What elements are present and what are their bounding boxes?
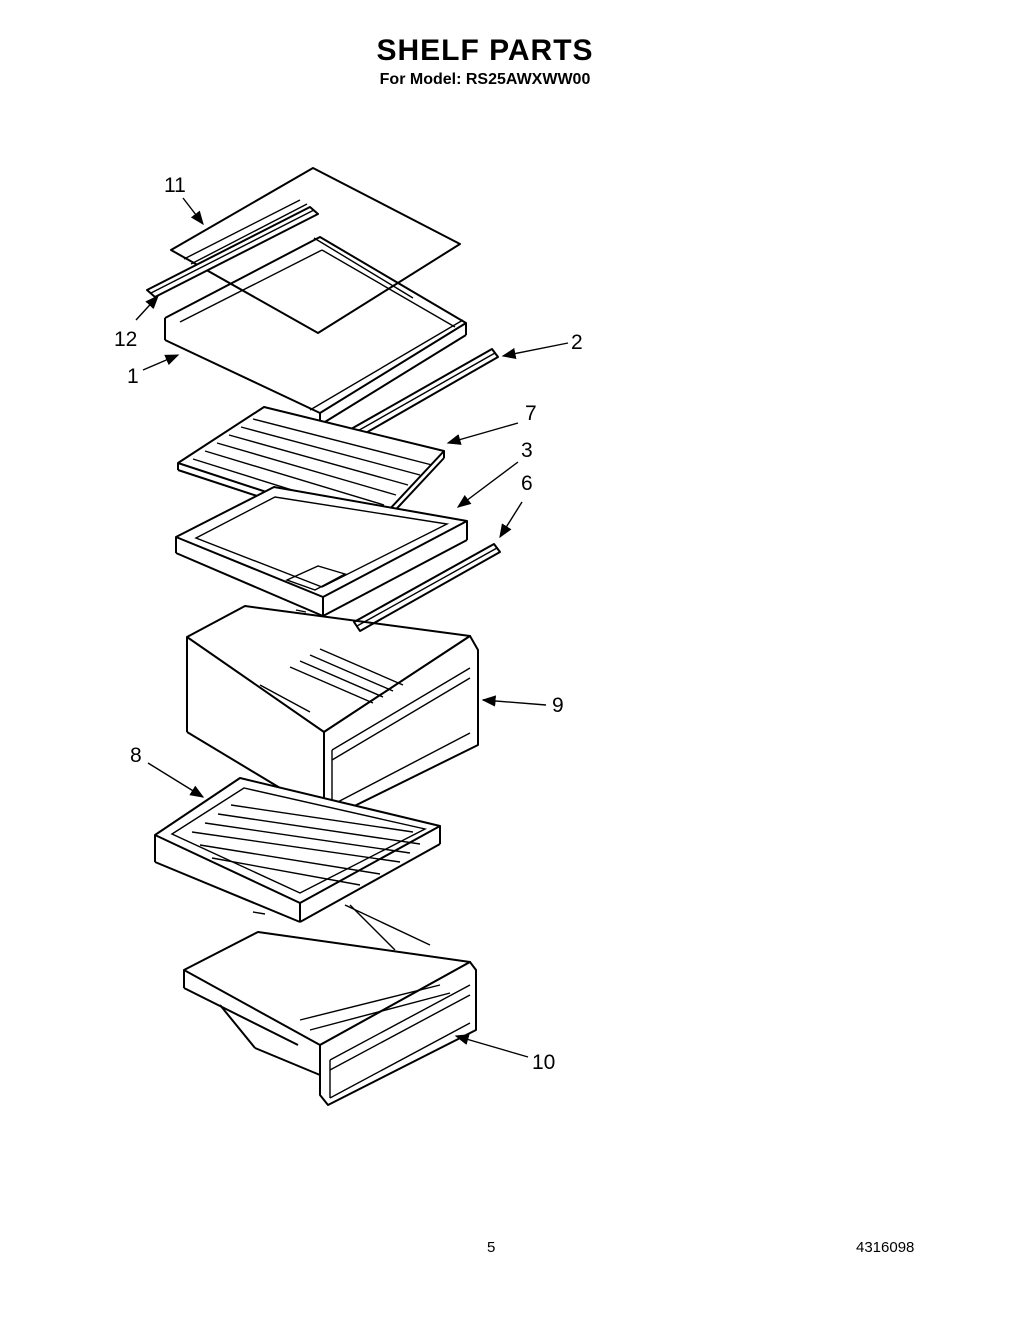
document-number: 4316098 <box>856 1239 915 1256</box>
shelf-frame-part <box>164 236 467 426</box>
callout-2: 2 <box>571 331 583 354</box>
model-subtitle: For Model: RS25AWXWW00 <box>379 71 591 88</box>
page-number: 5 <box>487 1239 496 1256</box>
callout-10: 10 <box>532 1051 555 1074</box>
shelf-trim-left-part <box>146 206 319 298</box>
callout-11: 11 <box>164 174 186 197</box>
callout-8: 8 <box>130 744 142 767</box>
callout-6: 6 <box>521 472 533 495</box>
glass-shelf-part <box>170 167 461 334</box>
page-title: SHELF PARTS <box>376 34 594 67</box>
callout-3: 3 <box>521 439 533 462</box>
crisper-cover-part <box>177 406 445 535</box>
callout-1: 1 <box>127 365 139 388</box>
lower-drawer-part <box>183 931 477 1106</box>
cover-trim-part <box>353 543 501 632</box>
crisper-drawer-part <box>186 605 479 819</box>
callout-7: 7 <box>525 402 537 425</box>
lower-cover-part <box>154 777 441 923</box>
callout-12: 12 <box>114 328 137 351</box>
crisper-frame-part <box>175 486 468 617</box>
callout-9: 9 <box>552 694 564 717</box>
